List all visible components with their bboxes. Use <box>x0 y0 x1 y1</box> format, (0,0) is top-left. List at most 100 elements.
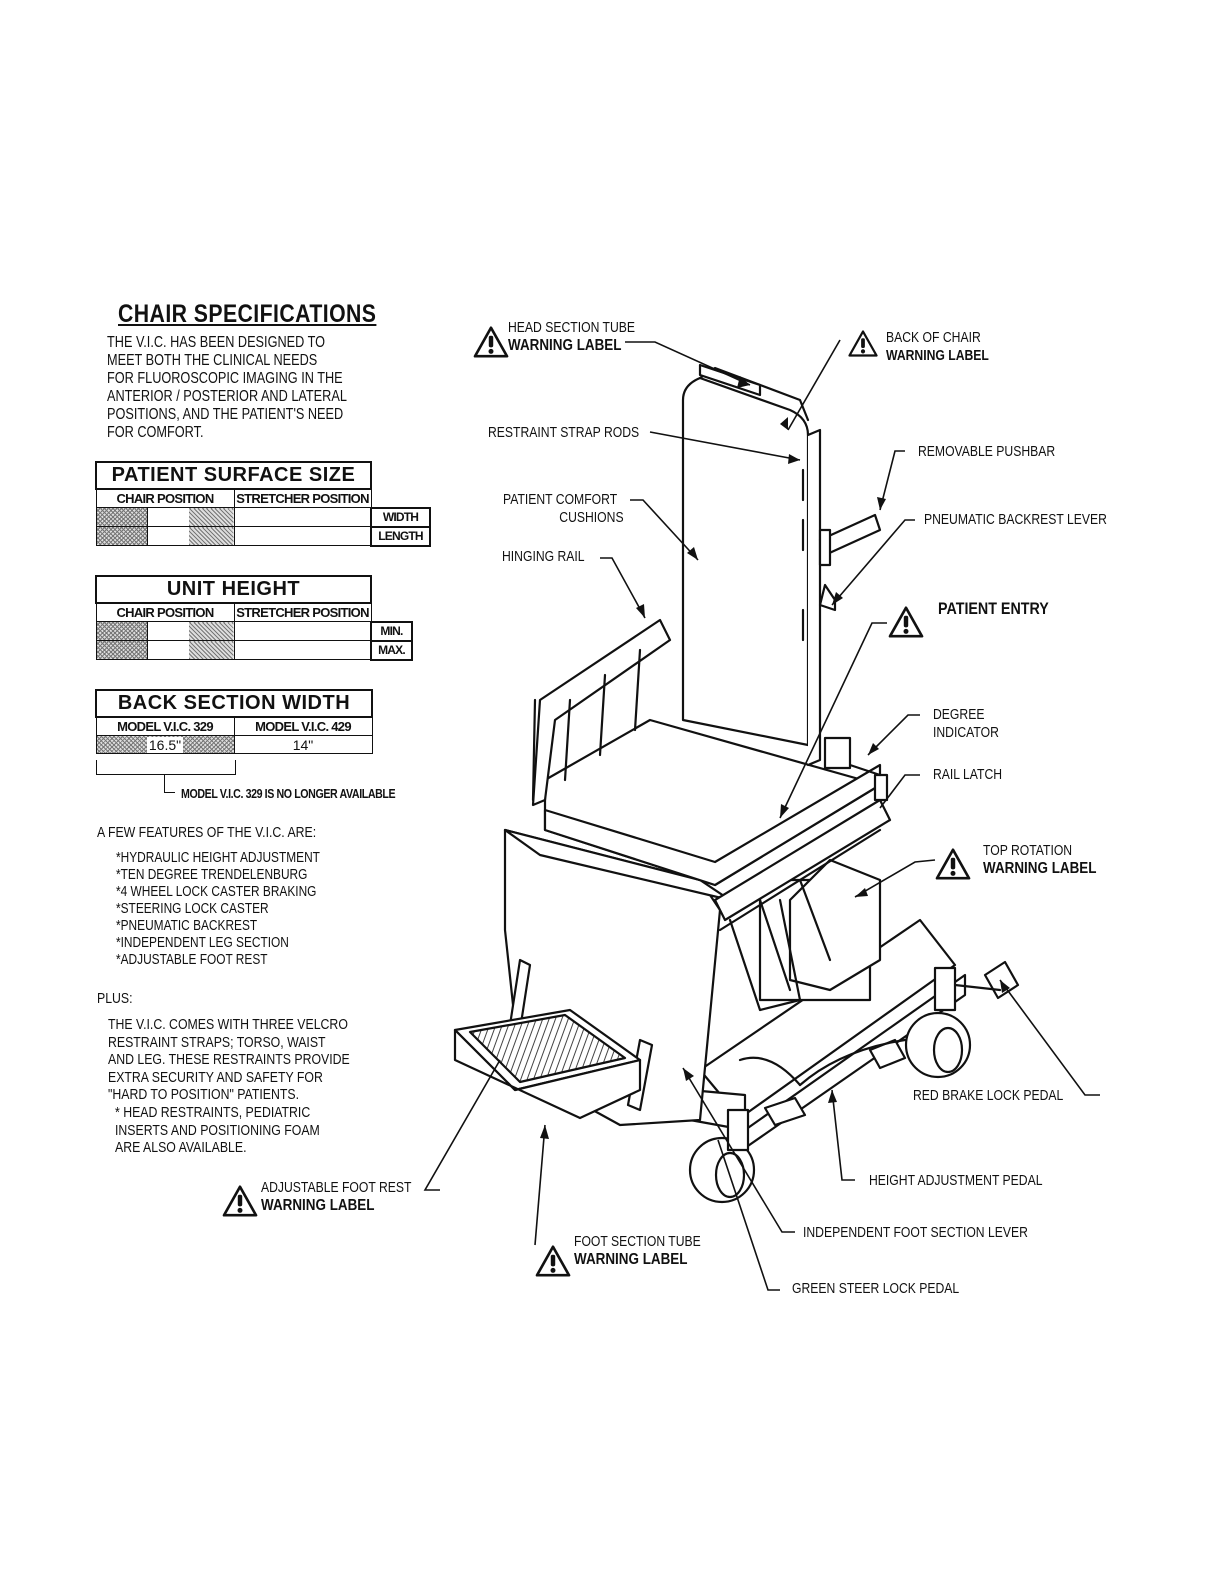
paragraph-line: EXTRA SECURITY AND SAFETY FOR <box>108 1068 323 1086</box>
paragraph-line: "HARD TO POSITION" PATIENTS. <box>108 1086 299 1103</box>
callout-green-steer-lock-pedal: GREEN STEER LOCK PEDAL <box>792 1281 960 1297</box>
warning-icon <box>848 330 878 357</box>
callout-pneumatic-backrest-lever: PNEUMATIC BACKREST LEVER <box>924 512 1107 528</box>
intro-line: POSITIONS, AND THE PATIENT'S NEED <box>107 406 344 423</box>
foot-rest-front <box>453 1028 642 1120</box>
foot-rest-tread <box>468 1013 627 1084</box>
backrest-cushion <box>681 376 810 747</box>
hatched-cell <box>95 507 148 527</box>
list-item: *PNEUMATIC BACKREST <box>116 918 258 934</box>
row-label-max: MAX. <box>370 639 413 661</box>
chair-specifications-title: CHAIR SPECIFICATIONS <box>118 300 377 328</box>
callout-height-adjustment-pedal: HEIGHT ADJUSTMENT PEDAL <box>869 1173 1043 1189</box>
hatched-cell <box>95 526 148 546</box>
model-availability-note: MODEL V.I.C. 329 IS NO LONGER AVAILABLE <box>181 786 396 801</box>
callout-hinging-rail: HINGING RAIL <box>502 549 585 565</box>
pneumatic-backrest-lever <box>818 583 837 612</box>
warning-icon <box>535 1245 571 1277</box>
warning-icon <box>888 606 924 638</box>
backrest-side <box>806 428 822 767</box>
features-intro: A FEW FEATURES OF THE V.I.C. ARE: <box>97 824 317 841</box>
paragraph-line: INSERTS AND POSITIONING FOAM <box>115 1121 320 1139</box>
value-model-429: 14" <box>233 735 373 754</box>
callout-rail-latch: RAIL LATCH <box>933 767 1003 783</box>
callout-restraint-strap-rods: RESTRAINT STRAP RODS <box>488 425 640 441</box>
leader-line <box>600 557 646 619</box>
leader-lines <box>423 339 1100 1291</box>
intro-line: FOR FLUOROSCOPIC IMAGING IN THE <box>107 370 343 387</box>
features-list: *HYDRAULIC HEIGHT ADJUSTMENT *TEN DEGREE… <box>116 850 320 969</box>
list-item: *INDEPENDENT LEG SECTION <box>116 935 289 951</box>
note-bracket <box>96 760 236 775</box>
leader-line <box>831 519 915 606</box>
leader-arrowheads <box>540 376 1010 1139</box>
chair-illustration <box>453 363 1020 1204</box>
unit-height-table: UNIT HEIGHT CHAIR POSITION STRETCHER POS… <box>95 575 413 661</box>
intro-line: MEET BOTH THE CLINICAL NEEDS <box>107 352 318 369</box>
leader-line <box>867 714 920 756</box>
paragraph-line: THE V.I.C. COMES WITH THREE VELCRO <box>108 1016 348 1033</box>
note-leader <box>164 774 175 793</box>
callout-foot-section-tube: FOOT SECTION TUBE WARNING LABEL <box>574 1234 701 1268</box>
callout-patient-entry: PATIENT ENTRY <box>938 599 1049 618</box>
row-label-length: LENGTH <box>370 525 431 547</box>
plus-paragraph: THE V.I.C. COMES WITH THREE VELCRO RESTR… <box>108 1016 350 1104</box>
callout-back-of-chair: BACK OF CHAIR WARNING LABEL <box>886 330 989 364</box>
callout-adjustable-foot-rest: ADJUSTABLE FOOT REST WARNING LABEL <box>261 1180 412 1214</box>
intro-line: THE V.I.C. HAS BEEN DESIGNED TO <box>107 334 326 351</box>
leader-line <box>879 774 920 809</box>
value-model-329: 16.5" <box>95 735 235 754</box>
leader-line <box>999 979 1100 1096</box>
row-label-width: WIDTH <box>370 506 431 528</box>
seat-frame <box>713 798 892 922</box>
hatched-cell <box>95 640 148 660</box>
callout-independent-foot-section-lever: INDEPENDENT FOOT SECTION LEVER <box>803 1225 1028 1241</box>
callout-degree-indicator: DEGREE INDICATOR <box>933 707 999 741</box>
hinging-rail <box>531 618 672 807</box>
callout-patient-comfort-cushions: PATIENT COMFORT CUSHIONS <box>503 492 624 526</box>
plus-label: PLUS: <box>97 990 133 1007</box>
warning-icon <box>935 848 971 880</box>
caster-hub <box>932 1026 964 1074</box>
leader-line <box>787 339 841 431</box>
list-item: *TEN DEGREE TRENDELENBURG <box>116 867 308 883</box>
leader-line <box>534 1124 546 1246</box>
accessories-note: * HEAD RESTRAINTS, PEDIATRIC INSERTS AND… <box>115 1104 320 1157</box>
leader-line <box>854 859 936 898</box>
intro-paragraph: THE V.I.C. HAS BEEN DESIGNED TO MEET BOT… <box>107 334 361 442</box>
list-item: *STEERING LOCK CASTER <box>116 901 269 917</box>
table-title: BACK SECTION WIDTH <box>95 689 373 718</box>
caster-post <box>726 1108 750 1152</box>
callout-removable-pushbar: REMOVABLE PUSHBAR <box>918 444 1056 460</box>
intro-line: FOR COMFORT. <box>107 424 204 441</box>
leader-line <box>831 1089 855 1181</box>
column-header: MODEL V.I.C. 429 <box>233 716 373 736</box>
leader-line <box>879 450 905 511</box>
leader-line <box>625 341 751 386</box>
leader-line <box>717 1139 780 1291</box>
paragraph-line: RESTRAINT STRAPS; TORSO, WAIST <box>108 1033 326 1051</box>
paragraph-line: AND LEG. THESE RESTRAINTS PROVIDE <box>108 1051 350 1068</box>
green-steer-pedal <box>763 1096 807 1127</box>
leader-line <box>779 622 887 819</box>
warning-icon <box>473 326 509 358</box>
warning-icon <box>222 1185 258 1217</box>
callout-red-brake-lock-pedal: RED BRAKE LOCK PEDAL <box>913 1088 1064 1104</box>
paragraph-line: * HEAD RESTRAINTS, PEDIATRIC <box>115 1104 311 1121</box>
leader-line <box>630 499 699 561</box>
pushbar-mount <box>818 528 832 567</box>
rail-latch <box>873 773 889 802</box>
list-item: *ADJUSTABLE FOOT REST <box>116 952 268 968</box>
degree-indicator <box>823 736 852 770</box>
leader-line <box>649 431 801 461</box>
table-title: UNIT HEIGHT <box>95 575 372 604</box>
row-label-min: MIN. <box>370 620 413 642</box>
callout-head-section-tube: HEAD SECTION TUBE WARNING LABEL <box>508 320 636 354</box>
leader-line <box>423 1059 501 1191</box>
list-item: *HYDRAULIC HEIGHT ADJUSTMENT <box>116 850 320 866</box>
leader-line <box>682 1067 795 1233</box>
caster-post <box>933 966 957 1012</box>
back-section-width-table: BACK SECTION WIDTH MODEL V.I.C. 329 MODE… <box>95 689 373 754</box>
list-item: *4 WHEEL LOCK CASTER BRAKING <box>116 884 317 900</box>
